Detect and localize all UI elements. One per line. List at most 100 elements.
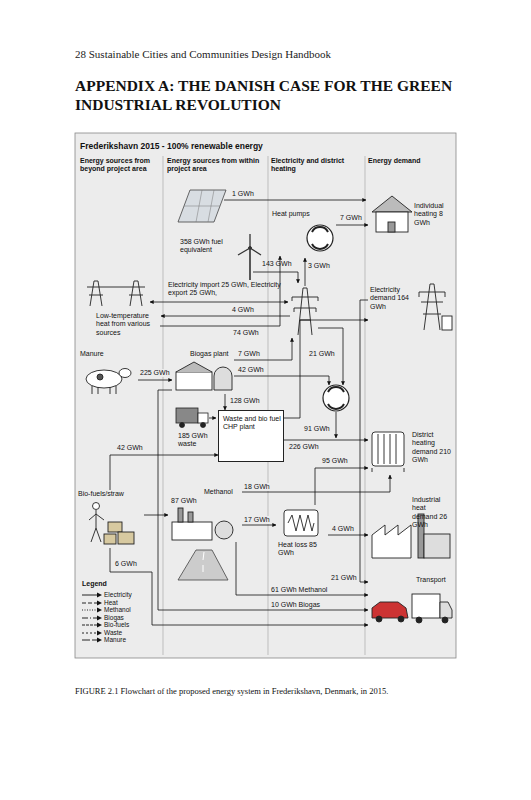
flow-arrow: [242, 475, 390, 492]
grid-pylon: [292, 288, 318, 335]
flow-value: 185 GWh waste: [178, 432, 212, 449]
legend-sample: [82, 592, 102, 598]
flow-value: 87 GWh: [170, 497, 198, 505]
flow-arrow: [284, 440, 368, 441]
legend-label: Manure: [104, 636, 126, 644]
column-heading: Energy demand: [368, 157, 453, 165]
heat-pump: [307, 225, 333, 251]
node-label: Individual heating 8 GWh: [414, 202, 452, 227]
heat-exchanger-icon: [284, 510, 318, 536]
flow-arrow: [336, 225, 368, 226]
figure-title: Frederikshavn 2015 - 100% renewable ener…: [80, 141, 450, 151]
biogas-plant-icon: [176, 362, 232, 390]
node-label: Manure: [80, 350, 130, 358]
node-label: Methanol: [204, 488, 240, 496]
flow-arrow: [225, 394, 226, 410]
wind-turbine: [238, 234, 261, 280]
legend-sample: [82, 630, 102, 636]
power-line-icon: [419, 284, 452, 330]
flow-arrow: [242, 525, 276, 526]
flow-value: 21 GWh: [309, 350, 339, 358]
energy-node: Industrial heat demand 26 GWh: [368, 496, 454, 562]
energy-node: District heating demand 210 GWh: [368, 425, 454, 475]
flow-line: [336, 412, 337, 438]
energy-node: Electricity demand 164 GWh: [368, 276, 452, 332]
energy-node: Heat loss 85 GWh: [276, 505, 328, 559]
legend-sample: [82, 637, 102, 643]
page-heading: APPENDIX A: THE DANISH CASE FOR THE GREE…: [75, 76, 465, 115]
energy-node: Bio-fuels/straw: [78, 490, 144, 548]
farmer-icon: [89, 503, 134, 545]
house-icon: [372, 196, 412, 232]
figure-caption: FIGURE 2.1 Flowchart of the proposed ene…: [75, 686, 475, 696]
flow-arrow: [138, 380, 172, 381]
flow-value: 18 GWh: [243, 483, 271, 491]
flow-arrow: [110, 455, 218, 490]
column-heading: Energy sources from beyond project area: [80, 157, 160, 174]
flow-value: 7 GWh: [339, 214, 363, 222]
flow-value: 1 GWh: [232, 190, 264, 198]
energy-node: Methanol: [168, 486, 242, 542]
flow-arrow: [284, 320, 368, 418]
column-heading: Electricity and district heating: [271, 157, 361, 174]
flow-line: [224, 200, 366, 201]
node-label: Heat pumps: [272, 210, 322, 218]
node-label: Bio-fuels/straw: [78, 490, 142, 498]
running-head: 28 Sustainable Cities and Communities De…: [75, 48, 495, 61]
node-label: Heat loss 85 GWh: [278, 541, 326, 558]
road-icon: [178, 550, 228, 580]
cow-icon: [86, 369, 131, 395]
flow-value: 42 GWh: [116, 444, 144, 452]
figure-panel: [75, 133, 456, 658]
legend-title: Legend: [82, 580, 122, 588]
flow-value: 91 GWh: [303, 425, 331, 433]
energy-node: Heat pumps: [272, 210, 336, 256]
flow-value: 17 GWh: [243, 516, 271, 524]
legend-sample: [82, 615, 102, 621]
flow-arrow: [158, 390, 368, 610]
solar-panel: [178, 190, 226, 222]
energy-node: Biogas plant: [172, 350, 236, 394]
flow-value: 6 GWh: [114, 560, 138, 568]
flow-arrow: [328, 535, 368, 536]
flow-value: 225 GWh: [139, 369, 171, 377]
column-heading: Energy sources from within project area: [167, 157, 265, 174]
flow-value: 21 GWh: [330, 574, 358, 582]
grid-pylon: [87, 281, 145, 306]
energy-node: Manure: [78, 350, 138, 396]
flow-line: [161, 316, 290, 317]
legend-label: Heat: [104, 599, 118, 607]
legend-label: Biogas: [104, 614, 124, 622]
process-box: Waste and bio fuel CHP plant: [218, 410, 284, 462]
node-label: Industrial heat demand 26 GWh: [412, 496, 452, 530]
flow-value: 143 GWh: [262, 260, 294, 268]
flow-value: Electricity import 25 GWh, Electricity e…: [168, 281, 286, 298]
node-label: District heating demand 210 GWh: [412, 431, 452, 465]
node-label: Waste and bio fuel CHP plant: [223, 415, 281, 432]
factory-icon: [372, 514, 450, 558]
flow-value: 95 GWh: [321, 457, 349, 465]
legend-sample: [82, 622, 102, 628]
energy-node: Individual heating 8 GWh: [368, 188, 454, 238]
radiator-icon: [372, 432, 404, 472]
flow-value: 61 GWh Methanol: [270, 586, 328, 594]
legend-label: Bio-fuels: [104, 621, 129, 629]
flow-value: 42 GWh: [238, 366, 268, 374]
flow-value: 4 GWh: [232, 306, 260, 314]
flow-line: [234, 376, 329, 385]
column-divider: [163, 156, 365, 655]
flow-value: 7 GWh: [238, 350, 266, 358]
methanol-plant-icon: [172, 508, 233, 540]
energy-node: Transport: [368, 576, 456, 632]
node-label: Transport: [416, 576, 454, 584]
flow-arrow: [236, 542, 368, 595]
flow-value: 358 GWh fuel equivalent: [180, 238, 234, 255]
legend-label: Electricity: [104, 591, 132, 599]
flow-line: [234, 338, 292, 360]
flow-value: 226 GWh: [288, 443, 320, 451]
flow-value: 74 GWh: [232, 329, 260, 337]
legend-label: Waste: [104, 629, 122, 637]
